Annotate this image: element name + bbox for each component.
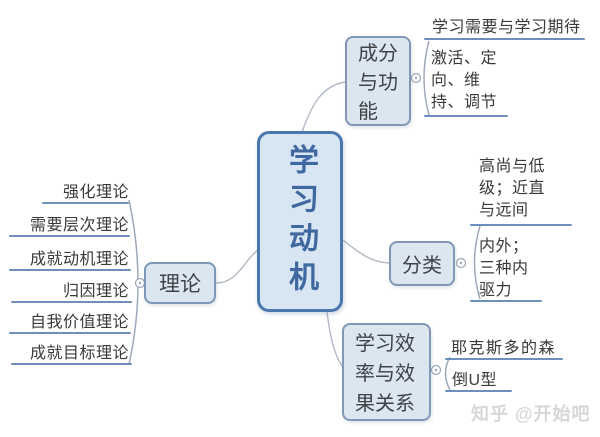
collapse-control-efficiency-icon[interactable]: [430, 364, 442, 376]
leaf-needs-hierarchy-theory[interactable]: 需要层次理论: [29, 217, 129, 234]
leaf-learning-needs[interactable]: 学习需要与学习期待: [432, 19, 581, 36]
leaf-achievement-motivation-theory[interactable]: 成就动机理论: [29, 251, 129, 268]
watermark: 知乎 @开始吧: [471, 404, 591, 424]
leaf-internal-external[interactable]: 内外； 三种内 驱力: [479, 238, 529, 299]
collapse-control-components-icon[interactable]: [410, 72, 422, 84]
leaf-attribution-theory[interactable]: 归因理论: [62, 283, 129, 300]
collapse-control-classification-icon[interactable]: [455, 257, 467, 269]
leaf-activation-functions[interactable]: 激活、定 向、维 持、调节: [431, 50, 498, 111]
root-topic[interactable]: 学习动机: [257, 131, 343, 312]
branch-classification-topic[interactable]: 分类: [389, 241, 455, 286]
leaf-inverted-u[interactable]: 倒U型: [452, 372, 498, 389]
leaf-achievement-goal-theory[interactable]: 成就目标理论: [29, 345, 129, 362]
branch-components-topic[interactable]: 成分 与功 能: [345, 36, 411, 126]
leaf-reinforcement-theory[interactable]: 强化理论: [62, 184, 129, 201]
child-bracket-classification: [473, 225, 481, 300]
connector-curve-root-theory: [215, 249, 259, 284]
connector-curve-root-classification: [342, 239, 390, 264]
leaf-yerkes-dodson[interactable]: 耶克斯多的森: [451, 340, 557, 357]
branch-theory-topic[interactable]: 理论: [144, 262, 216, 304]
leaf-noble-low[interactable]: 高尚与低 级；近直 与远间: [479, 158, 546, 219]
child-bracket-efficiency: [444, 356, 451, 391]
connector-curve-root-components: [301, 81, 346, 133]
leaf-self-worth-theory[interactable]: 自我价值理论: [29, 314, 129, 331]
child-bracket-components: [423, 40, 430, 116]
branch-efficiency-topic[interactable]: 学习效 率与效 果关系: [342, 323, 431, 421]
connector-curve-root-efficiency: [326, 311, 343, 367]
